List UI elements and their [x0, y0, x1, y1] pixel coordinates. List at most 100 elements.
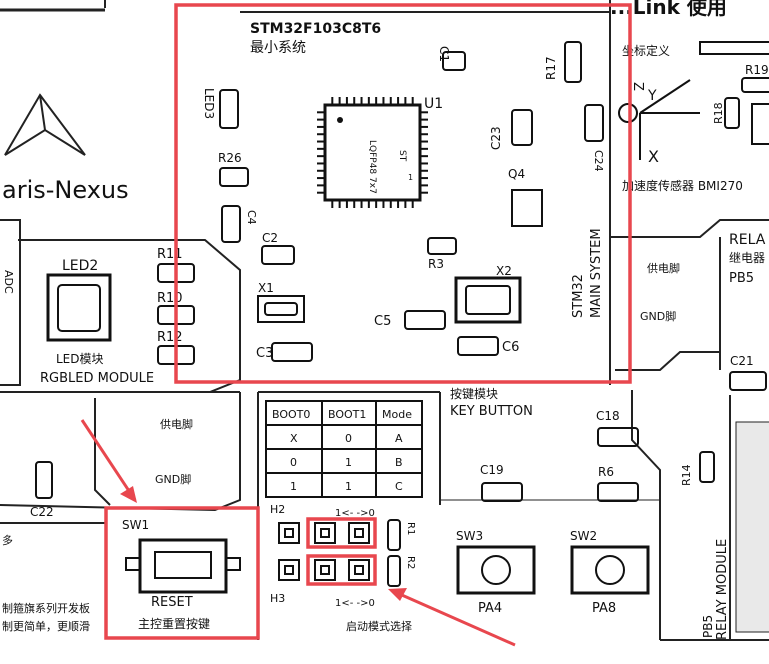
boot-cell-1-0: 0 [290, 456, 297, 469]
reset-label: RESET [151, 595, 193, 610]
left-text-1: 多 [2, 533, 13, 547]
resistor-r17: R17 [544, 41, 582, 83]
crystal-x2: X2 [454, 264, 522, 324]
sw2-label: SW2 [570, 529, 597, 543]
axis-label-x: X [648, 147, 659, 166]
boot-cell-1-2: B [395, 456, 403, 469]
jumper-pin-hole [284, 528, 294, 538]
c19-label: C19 [480, 463, 504, 477]
boot-table: BOOT0 BOOT1 Mode X 0 A 0 1 B 1 1 C [265, 400, 423, 498]
nexus-logo: aris-Nexus [2, 93, 129, 204]
sw2-pin: PA8 [592, 601, 616, 616]
crystal-x1: X1 [257, 281, 305, 323]
reset-label-cn: 主控重置按键 [138, 617, 210, 631]
mcu-side-title-2: MAIN SYSTEM [589, 228, 604, 318]
x2-label: X2 [496, 264, 512, 278]
left-text-2: 制箍旗系列开发板 [2, 601, 90, 615]
boot-mode-caption: 启动模式选择 [346, 619, 412, 633]
boot-header-2: Mode [382, 408, 412, 421]
arrow-jumper-line [394, 590, 516, 647]
led2-label: LED2 [62, 258, 98, 274]
led-label-cn: LED模块 [56, 352, 104, 366]
c5-label: C5 [374, 314, 391, 329]
highlight-reset-box [104, 506, 260, 640]
left-gnd-pad: GND脚 [155, 472, 191, 486]
c4-label: C4 [245, 210, 258, 225]
r12-label: R12 [157, 330, 183, 345]
arrow-jumper-head [388, 588, 407, 601]
board-outline [0, 0, 769, 641]
jumper-pin-hole [320, 528, 330, 538]
chip-ref: U1 [424, 96, 443, 112]
boot-cell-1-1: 1 [345, 456, 352, 469]
capacitor-c5: C5 [374, 310, 446, 330]
capacitor-c2: C2 [261, 231, 295, 265]
jumper-pin-hole [354, 528, 364, 538]
r11-label: R11 [157, 247, 183, 262]
led3-label: LED3 [202, 88, 216, 119]
h3-label: H3 [270, 592, 285, 605]
page-title: ...Link 使用 [610, 0, 727, 19]
x1-label: X1 [258, 281, 274, 295]
relay-subtitle: 继电器 [729, 251, 765, 265]
key-module: 按键模块 KEY BUTTON C18 C19 R6 SW3 PA4 SW2 P… [450, 387, 650, 616]
capacitor-c6: C6 [457, 336, 519, 356]
r18-label: R18 [712, 102, 725, 124]
capacitor-c1: C1 [437, 46, 466, 71]
relay-power-pad: 供电脚 [647, 261, 680, 275]
capacitor-c3: C3 [256, 342, 313, 362]
mcu-chip: U1 LQFP48 7x7 ST 1 [317, 96, 443, 208]
relay-vertical-label: RELAY MODULE [715, 539, 730, 640]
key-title-en: KEY BUTTON [450, 404, 533, 419]
imu-module: 坐标定义 Y Z X R19 R18 加速度传感器 BMI270 [618, 41, 769, 193]
relay-gnd-pad: GND脚 [640, 309, 676, 323]
axis-title: 坐标定义 [622, 43, 670, 58]
highlight-jumper-top [306, 517, 377, 549]
c24-label: C24 [592, 150, 605, 172]
capacitor-c23: C23 [489, 109, 533, 150]
r2-label: R2 [405, 556, 416, 569]
r3-label: R3 [428, 257, 444, 271]
highlight-annotations [80, 3, 632, 647]
c6-label: C6 [502, 340, 519, 355]
c2-label: C2 [262, 231, 278, 245]
mcu-part-label: STM32F103C8T6 [250, 21, 381, 37]
boot-cell-2-2: C [395, 480, 403, 493]
led-module: LED2 LED模块 RGBLED MODULE R11 R10 R12 [40, 247, 195, 386]
r14-label: R14 [680, 464, 693, 486]
jumper-pin-frame [314, 559, 336, 581]
resistor-r26: R26 [218, 151, 249, 187]
jumper-pin-frame [278, 559, 300, 581]
left-area: ADC 供电脚 GND脚 C22 多 制箍旗系列开发板 制更简单，更顺滑 [2, 270, 193, 633]
highlight-mcu-box [174, 3, 632, 384]
jumper-pin-hole [320, 565, 330, 575]
led-led3: LED3 [202, 88, 239, 129]
boot-cell-0-2: A [395, 432, 403, 445]
chip-mark-3: 1 [408, 173, 413, 182]
r17-label: R17 [544, 56, 558, 80]
c3-label: C3 [256, 346, 273, 361]
resistor-r3: R3 [427, 237, 457, 271]
chip-mark-1: LQFP48 7x7 [367, 140, 377, 194]
adc-label: ADC [2, 270, 15, 294]
imu-sensor-label: 加速度传感器 BMI270 [622, 178, 743, 193]
r26-label: R26 [218, 151, 242, 165]
reset-button-module: SW1 RESET 主控重置按键 [122, 518, 241, 631]
axis-label-z: Z [630, 82, 645, 91]
highlight-jumper-bottom [306, 554, 377, 586]
capacitor-c4: C4 [221, 205, 258, 243]
sw3-pin: PA4 [478, 601, 502, 616]
boot-jumpers: H2 H3 1<- ->0 1<- ->0 R1 R2 启动模式选择 [270, 503, 416, 633]
q4-label: Q4 [508, 167, 525, 181]
c1-label: C1 [437, 46, 451, 62]
led-label-en: RGBLED MODULE [40, 371, 154, 386]
jumper-arrow-bottom: 1<- ->0 [335, 598, 375, 609]
key-title-cn: 按键模块 [450, 387, 498, 401]
arrow-reset-line [80, 419, 137, 501]
boot-cell-2-0: 1 [290, 480, 297, 493]
jumper-pin-hole [284, 565, 294, 575]
left-power-pad: 供电脚 [160, 417, 193, 431]
jumper-pin-frame [278, 522, 300, 544]
